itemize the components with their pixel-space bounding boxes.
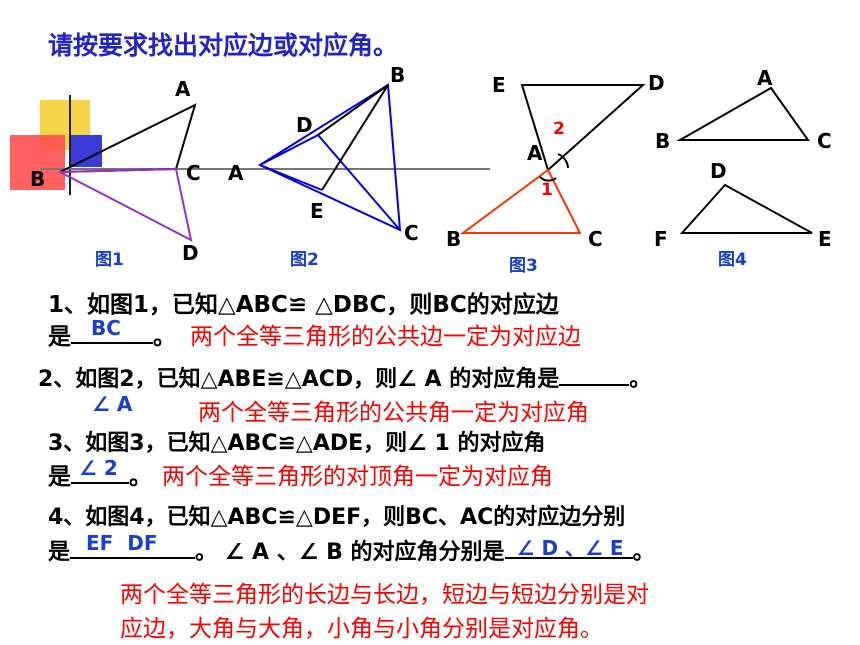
triangle-abc — [59, 103, 197, 173]
q4-answer1: EF DF — [86, 531, 158, 555]
fig1-label-d: D — [182, 241, 199, 265]
fig3-angle-2: 2 — [553, 119, 565, 139]
fig3-label-e: E — [492, 73, 506, 97]
summary-line1: 两个全等三角形的长边与长边，短边与短边分别是对 — [120, 582, 649, 608]
q1-answer: BC — [91, 316, 121, 340]
q1-answer-blank: BC — [71, 316, 153, 344]
question-3-note: 两个全等三角形的对顶角一定为对应角 — [162, 464, 553, 490]
q2-text: 2、如图2，已知△ABE≌△ACD，则∠ A 的对应角是 — [38, 367, 560, 392]
question-2-answer: ∠ A — [92, 392, 133, 416]
fig3-angle-1: 1 — [541, 180, 553, 200]
decorative-logo — [10, 95, 102, 195]
q3-answer-blank: ∠ 2 — [71, 456, 129, 484]
q3-suffix: 。 — [129, 464, 152, 490]
angle-2-arc — [557, 153, 569, 169]
fig4-caption: 图4 — [718, 250, 747, 270]
q2-blank — [559, 360, 630, 386]
q4-answer2-blank: ∠ D 、∠ E — [504, 533, 633, 560]
fig1-caption: 图1 — [95, 250, 124, 270]
fig2-label-a: A — [228, 161, 244, 185]
fig4-label-a: A — [757, 66, 773, 90]
fig2-label-c: C — [404, 221, 419, 245]
q3-answer: ∠ 2 — [79, 456, 118, 480]
triangle-dbc — [59, 167, 193, 242]
fig1-label-c: C — [186, 161, 201, 185]
q4-mid: 。 ∠ A 、∠ B 的对应角分别是 — [195, 540, 505, 565]
question-4-line1: 4、如图4，已知△ABC≌△DEF，则BC、AC的对应边分别 — [48, 505, 626, 530]
fig2-label-d: D — [296, 113, 313, 137]
fig2-caption: 图2 — [290, 250, 319, 270]
question-4-line2: 是 EF DF 。 ∠ A 、∠ B 的对应角分别是 ∠ D 、∠ E 。 — [48, 531, 655, 566]
q1-suffix: 。 — [153, 324, 176, 350]
summary-line2: 应边，大角与大角，小角与小角分别是对应角。 — [120, 616, 603, 642]
q4-prefix: 是 — [48, 540, 71, 565]
fig3-label-a: A — [527, 141, 543, 165]
q1-prefix: 是 — [48, 324, 71, 350]
fig4-label-d: D — [710, 159, 727, 183]
q4-answer1-blank: EF DF — [70, 531, 196, 559]
fig3-label-d: D — [648, 71, 665, 95]
fig4-label-b: B — [655, 129, 670, 153]
figure-3: E D A 2 1 B C 图3 — [446, 71, 665, 276]
q4-suffix: 。 — [632, 540, 655, 565]
fig1-label-a: A — [175, 77, 191, 101]
triangle-abc-large — [257, 83, 402, 232]
figure-4: A B C D E F 图4 — [654, 66, 832, 270]
question-2-note: 两个全等三角形的公共角一定为对应角 — [198, 400, 589, 426]
page-title: 请按要求找出对应边或对应角。 — [48, 31, 399, 60]
question-1-line1: 1、如图1，已知△ABC≌ △DBC，则BC的对应边 — [48, 292, 559, 318]
figure-1: A B C D 图1 — [30, 77, 201, 270]
fig4-label-e: E — [818, 227, 832, 251]
fig3-label-c: C — [588, 227, 603, 251]
triangle-ade — [520, 84, 646, 172]
triangle-abc-fig4 — [676, 86, 810, 141]
question-1-line2: 是 BC 。 — [48, 316, 176, 351]
triangle-abc-small — [459, 168, 582, 234]
fig4-label-c: C — [817, 129, 832, 153]
question-3-line1: 3、如图3，已知△ABC≌△ADE，则∠ 1 的对应角 — [48, 431, 546, 456]
figures-panel: A B C D 图1 A B C D E 图2 E D A 2 1 B C 图3 — [30, 63, 832, 276]
fig4-label-f: F — [654, 227, 668, 251]
question-3-line2: 是 ∠ 2 。 — [48, 456, 152, 491]
figure-2: A B C D E 图2 — [228, 63, 419, 270]
fig3-label-b: B — [446, 227, 461, 251]
fig1-label-b: B — [30, 167, 45, 191]
fig3-caption: 图3 — [509, 256, 538, 276]
question-1-note: 两个全等三角形的公共边一定为对应边 — [190, 324, 581, 350]
fig2-label-e: E — [310, 199, 324, 223]
q3-prefix: 是 — [48, 464, 71, 490]
question-2-line1: 2、如图2，已知△ABE≌△ACD，则∠ A 的对应角是 。 — [38, 360, 651, 393]
triangle-def — [679, 183, 813, 234]
angle-1-arc — [539, 176, 557, 182]
fig2-label-b: B — [390, 63, 405, 87]
q2-suffix: 。 — [629, 367, 652, 392]
q4-answer2: ∠ D 、∠ E — [516, 536, 624, 560]
